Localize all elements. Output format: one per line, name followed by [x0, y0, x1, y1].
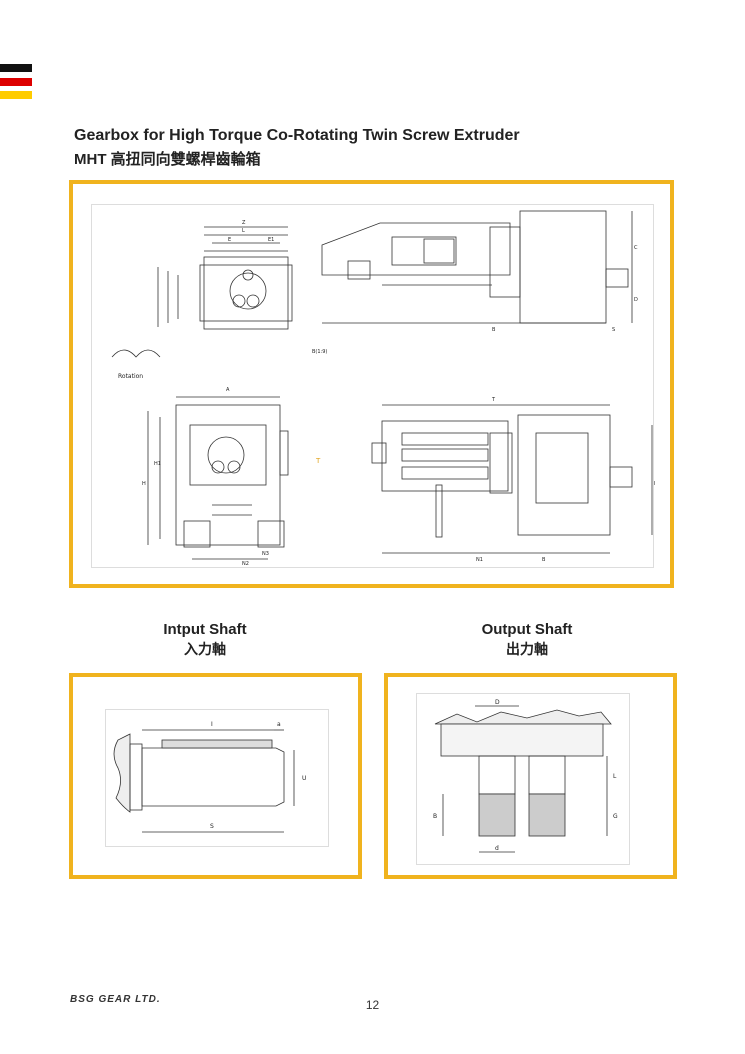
dim-U: U: [302, 775, 306, 782]
svg-text:B: B: [542, 557, 546, 563]
flag-stripe-red: [0, 78, 32, 86]
svg-text:C: C: [634, 245, 638, 251]
svg-text:S: S: [612, 327, 615, 333]
output-shaft-drawing: D L G B d: [433, 699, 618, 853]
dim-L: L: [613, 773, 617, 780]
svg-text:H1: H1: [154, 461, 161, 467]
svg-text:Z: Z: [242, 220, 246, 226]
dim-B: B: [433, 813, 437, 820]
flag-stripe-black: [0, 64, 32, 72]
input-shaft-heading: Intput Shaft 入力軸: [130, 621, 280, 659]
dim-G: G: [613, 813, 618, 820]
svg-text:N2: N2: [242, 561, 249, 567]
page-subtitle: MHT 高扭同向雙螺桿齒輪箱: [74, 151, 261, 168]
svg-text:H7: H7: [654, 481, 655, 487]
svg-text:D: D: [634, 297, 638, 303]
dim-D: D: [495, 699, 500, 706]
svg-text:T: T: [491, 397, 496, 403]
input-shaft-title-en: Intput Shaft: [163, 621, 247, 638]
input-shaft-drawing: I a U S: [113, 721, 306, 833]
page-title: Gearbox for High Torque Co-Rotating Twin…: [74, 127, 520, 144]
gearbox-drawing: B(1:9) Rotation Z L E E1 A T B C D S H H…: [111, 210, 655, 567]
svg-text:N3: N3: [262, 551, 269, 557]
output-shaft-title-zh: 出力軸: [506, 641, 548, 657]
svg-text:B: B: [492, 327, 496, 333]
input-shaft-title-zh: 入力軸: [184, 641, 226, 657]
dim-I: I: [211, 721, 213, 728]
svg-text:L: L: [242, 228, 245, 234]
input-shaft-frame: I a U S: [69, 673, 362, 879]
svg-text:N1: N1: [476, 557, 483, 563]
input-shaft-panel: I a U S: [105, 709, 329, 847]
svg-text:B(1:9): B(1:9): [312, 349, 327, 355]
footer-brand: BSG GEAR LTD.: [70, 994, 161, 1005]
rotation-label: Rotation: [118, 373, 143, 380]
svg-text:H: H: [142, 481, 146, 487]
page-number: 12: [365, 998, 380, 1012]
svg-text:T: T: [315, 457, 321, 465]
svg-text:A: A: [226, 387, 230, 393]
output-shaft-panel: D L G B d: [416, 693, 630, 865]
output-shaft-heading: Output Shaft 出力軸: [452, 621, 602, 659]
svg-text:E1: E1: [268, 237, 274, 243]
dim-a: a: [277, 721, 281, 728]
svg-text:E: E: [228, 237, 231, 243]
flag-stripe-gold: [0, 91, 32, 99]
output-shaft-frame: D L G B d: [384, 673, 677, 879]
output-shaft-title-en: Output Shaft: [481, 621, 573, 638]
main-drawing-panel: B(1:9) Rotation Z L E E1 A T B C D S H H…: [91, 204, 655, 568]
dim-S: S: [210, 823, 214, 830]
main-drawing-frame: B(1:9) Rotation Z L E E1 A T B C D S H H…: [69, 180, 674, 588]
dim-d: d: [495, 845, 499, 852]
